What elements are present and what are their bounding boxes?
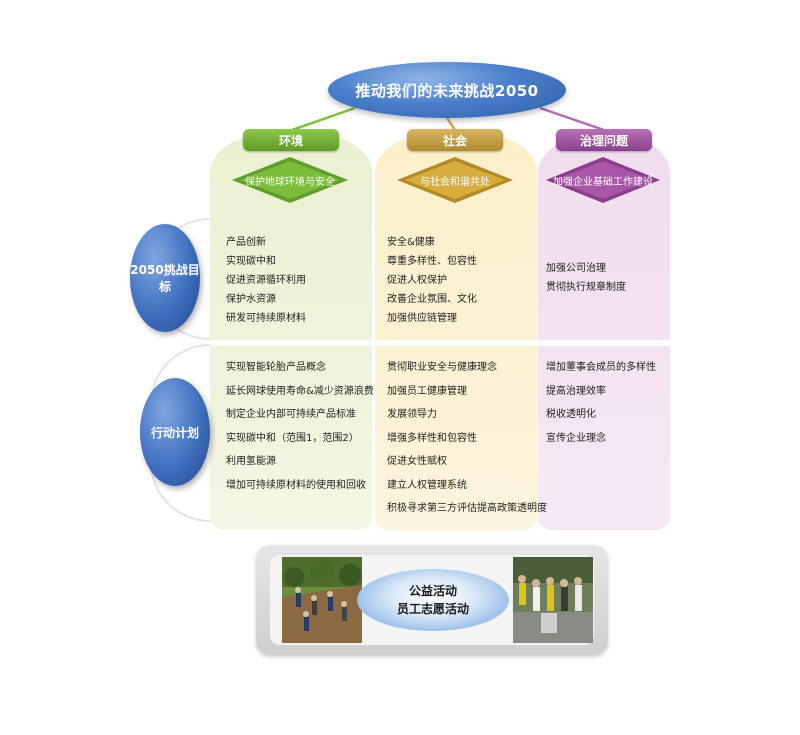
environment-theme-text: 保护地球环境与安全 xyxy=(245,176,335,188)
society-theme-diamond: 与社会和谐共处 xyxy=(395,155,515,205)
governance-header: 治理问题 xyxy=(556,129,652,151)
list-item: 宣传企业理念 xyxy=(546,432,606,444)
society-goals-list: 安全&健康 尊重多样性、包容性 促进人权保护 改善企业氛围、文化 加强供应链管理 xyxy=(387,238,477,333)
list-item: 增强多样性和包容性 xyxy=(387,432,477,444)
list-item: 贯彻职业安全与健康理念 xyxy=(387,362,497,373)
list-item: 实现碳中和（范围1，范围2） xyxy=(226,432,359,444)
society-plan-list: 贯彻职业安全与健康理念 加强员工健康管理 发展领导力 增强多样性和包容性 促进女… xyxy=(387,363,547,528)
plan-row-label: 行动计划 xyxy=(140,378,210,486)
list-item: 实现碳中和 xyxy=(226,256,276,267)
governance-plan-list: 增加董事会成员的多样性 提高治理效率 税收透明化 宣传企业理念 xyxy=(546,363,656,457)
list-item: 安全&健康 xyxy=(387,237,435,248)
activities-line-2: 员工志愿活动 xyxy=(396,602,469,616)
list-item: 促进人权保护 xyxy=(387,275,447,286)
list-item: 加强公司治理 xyxy=(546,263,606,274)
society-theme-text: 与社会和谐共处 xyxy=(420,176,490,188)
list-item: 加强员工健康管理 xyxy=(387,385,467,397)
list-item: 发展领导力 xyxy=(387,409,437,420)
list-item: 提高治理效率 xyxy=(546,385,606,397)
governance-goals-list: 加强公司治理 贯彻执行规章制度 xyxy=(546,264,626,302)
environment-plan-list: 实现智能轮胎产品概念 延长网球使用寿命&减少资源浪费 制定企业内部可持续产品标准… xyxy=(226,363,374,504)
activities-line-1: 公益活动 xyxy=(408,584,457,598)
governance-theme-text: 加强企业基础工作建设 xyxy=(553,176,653,188)
list-item: 实现智能轮胎产品概念 xyxy=(226,362,326,373)
list-item: 研发可持续原材料 xyxy=(226,313,306,324)
environment-goals-list: 产品创新 实现碳中和 促进资源循环利用 保护水资源 研发可持续原材料 xyxy=(226,238,306,333)
environment-header: 环境 xyxy=(243,129,339,151)
row-divider xyxy=(210,340,672,346)
list-item: 积极寻求第三方评估提高政策透明度 xyxy=(387,503,547,514)
list-item: 税收透明化 xyxy=(546,409,596,420)
list-item: 促进女性赋权 xyxy=(387,456,447,467)
list-item: 增加可持续原材料的使用和回收 xyxy=(226,479,366,491)
list-item: 尊重多样性、包容性 xyxy=(387,256,477,267)
society-header: 社会 xyxy=(407,129,503,151)
environment-theme-diamond: 保护地球环境与安全 xyxy=(230,155,350,205)
list-item: 建立人权管理系统 xyxy=(387,479,467,491)
list-item: 利用氢能源 xyxy=(226,456,276,467)
list-item: 制定企业内部可持续产品标准 xyxy=(226,409,356,420)
list-item: 贯彻执行规章制度 xyxy=(546,282,626,293)
list-item: 改善企业氛围、文化 xyxy=(387,294,477,305)
diagram-title: 推动我们的未来挑战2050 xyxy=(328,62,566,118)
list-item: 产品创新 xyxy=(226,237,266,248)
activities-label: 公益活动 员工志愿活动 xyxy=(357,569,509,631)
governance-theme-diamond: 加强企业基础工作建设 xyxy=(544,155,662,205)
volunteer-activity-photo xyxy=(513,557,593,643)
list-item: 加强供应链管理 xyxy=(387,313,457,324)
list-item: 促进资源循环利用 xyxy=(226,275,306,286)
list-item: 延长网球使用寿命&减少资源浪费 xyxy=(226,385,374,397)
goals-row-label: 2050挑战目标 xyxy=(130,224,200,332)
list-item: 增加董事会成员的多样性 xyxy=(546,362,656,373)
list-item: 保护水资源 xyxy=(226,294,276,305)
tree-planting-photo xyxy=(282,557,362,643)
